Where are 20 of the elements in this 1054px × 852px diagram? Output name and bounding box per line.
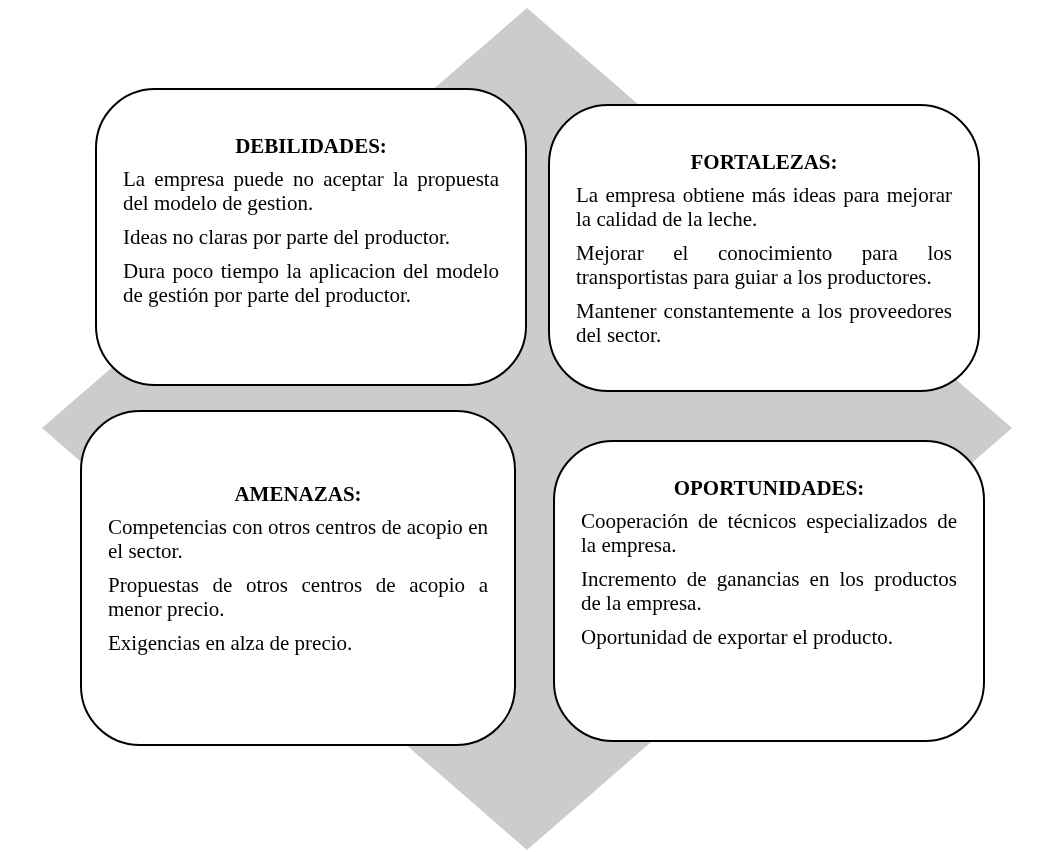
heading: OPORTUNIDADES: [672, 476, 866, 501]
paragraph: Propuestas de otros centros de acopio a menor precio. [108, 573, 488, 621]
paragraph: Mantener constantemente a los proveedores del sector. [576, 299, 952, 347]
paragraph: Exigencias en alza de precio. [108, 631, 354, 655]
paragraph: La empresa obtiene más ideas para mejorar la calidad de la leche. [576, 183, 952, 231]
paragraph: Competencias con otros centros de acopio en el sector. [108, 515, 488, 563]
rounded-box [553, 440, 985, 742]
rounded-box [95, 88, 527, 386]
paragraph: Cooperación de técnicos especializados de la empresa. [581, 509, 957, 557]
rounded-box [80, 410, 516, 746]
paragraph: Incremento de ganancias en los productos de la empresa. [581, 567, 957, 615]
paragraph: Mejorar el conocimiento para los transportistas para guiar a los productores. [576, 241, 952, 289]
heading: AMENAZAS: [233, 482, 363, 507]
rounded-box [548, 104, 980, 392]
paragraph: Dura poco tiempo la aplicacion del modelo de gestión por parte del productor. [123, 259, 499, 307]
heading: FORTALEZAS: [689, 150, 839, 175]
paragraph: Ideas no claras por parte del productor. [123, 225, 452, 249]
heading: DEBILIDADES: [234, 134, 388, 159]
paragraph: La empresa puede no aceptar la propuesta del modelo de gestion. [123, 167, 499, 215]
paragraph: Oportunidad de exportar el producto. [581, 625, 894, 649]
